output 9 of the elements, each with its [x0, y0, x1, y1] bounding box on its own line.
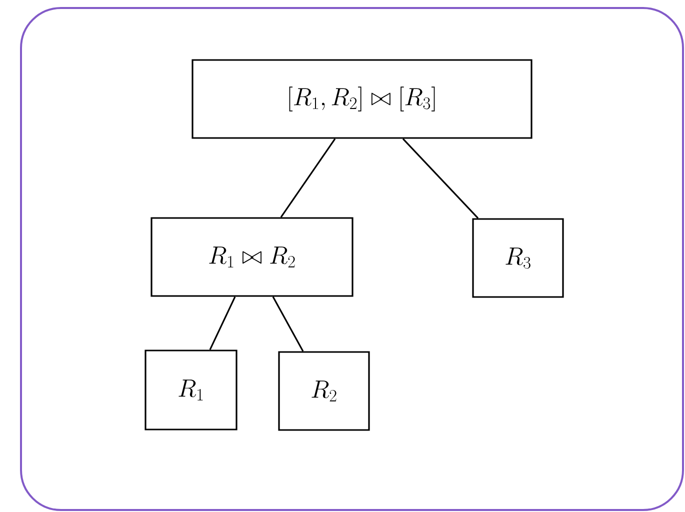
connector-line — [209, 296, 236, 350]
formula-box: $R_3$ — [472, 218, 564, 298]
connector-line — [272, 296, 304, 352]
formula-box: $[R_1, R_2] \bowtie [R_3]$ — [192, 59, 532, 139]
connector-line — [402, 138, 479, 219]
connector-line — [280, 138, 336, 218]
formula-box: $R_1 \bowtie R_2$ — [150, 217, 354, 297]
formula-box: $R_2$ — [278, 351, 370, 431]
formula-box: $R_1$ — [144, 350, 238, 430]
